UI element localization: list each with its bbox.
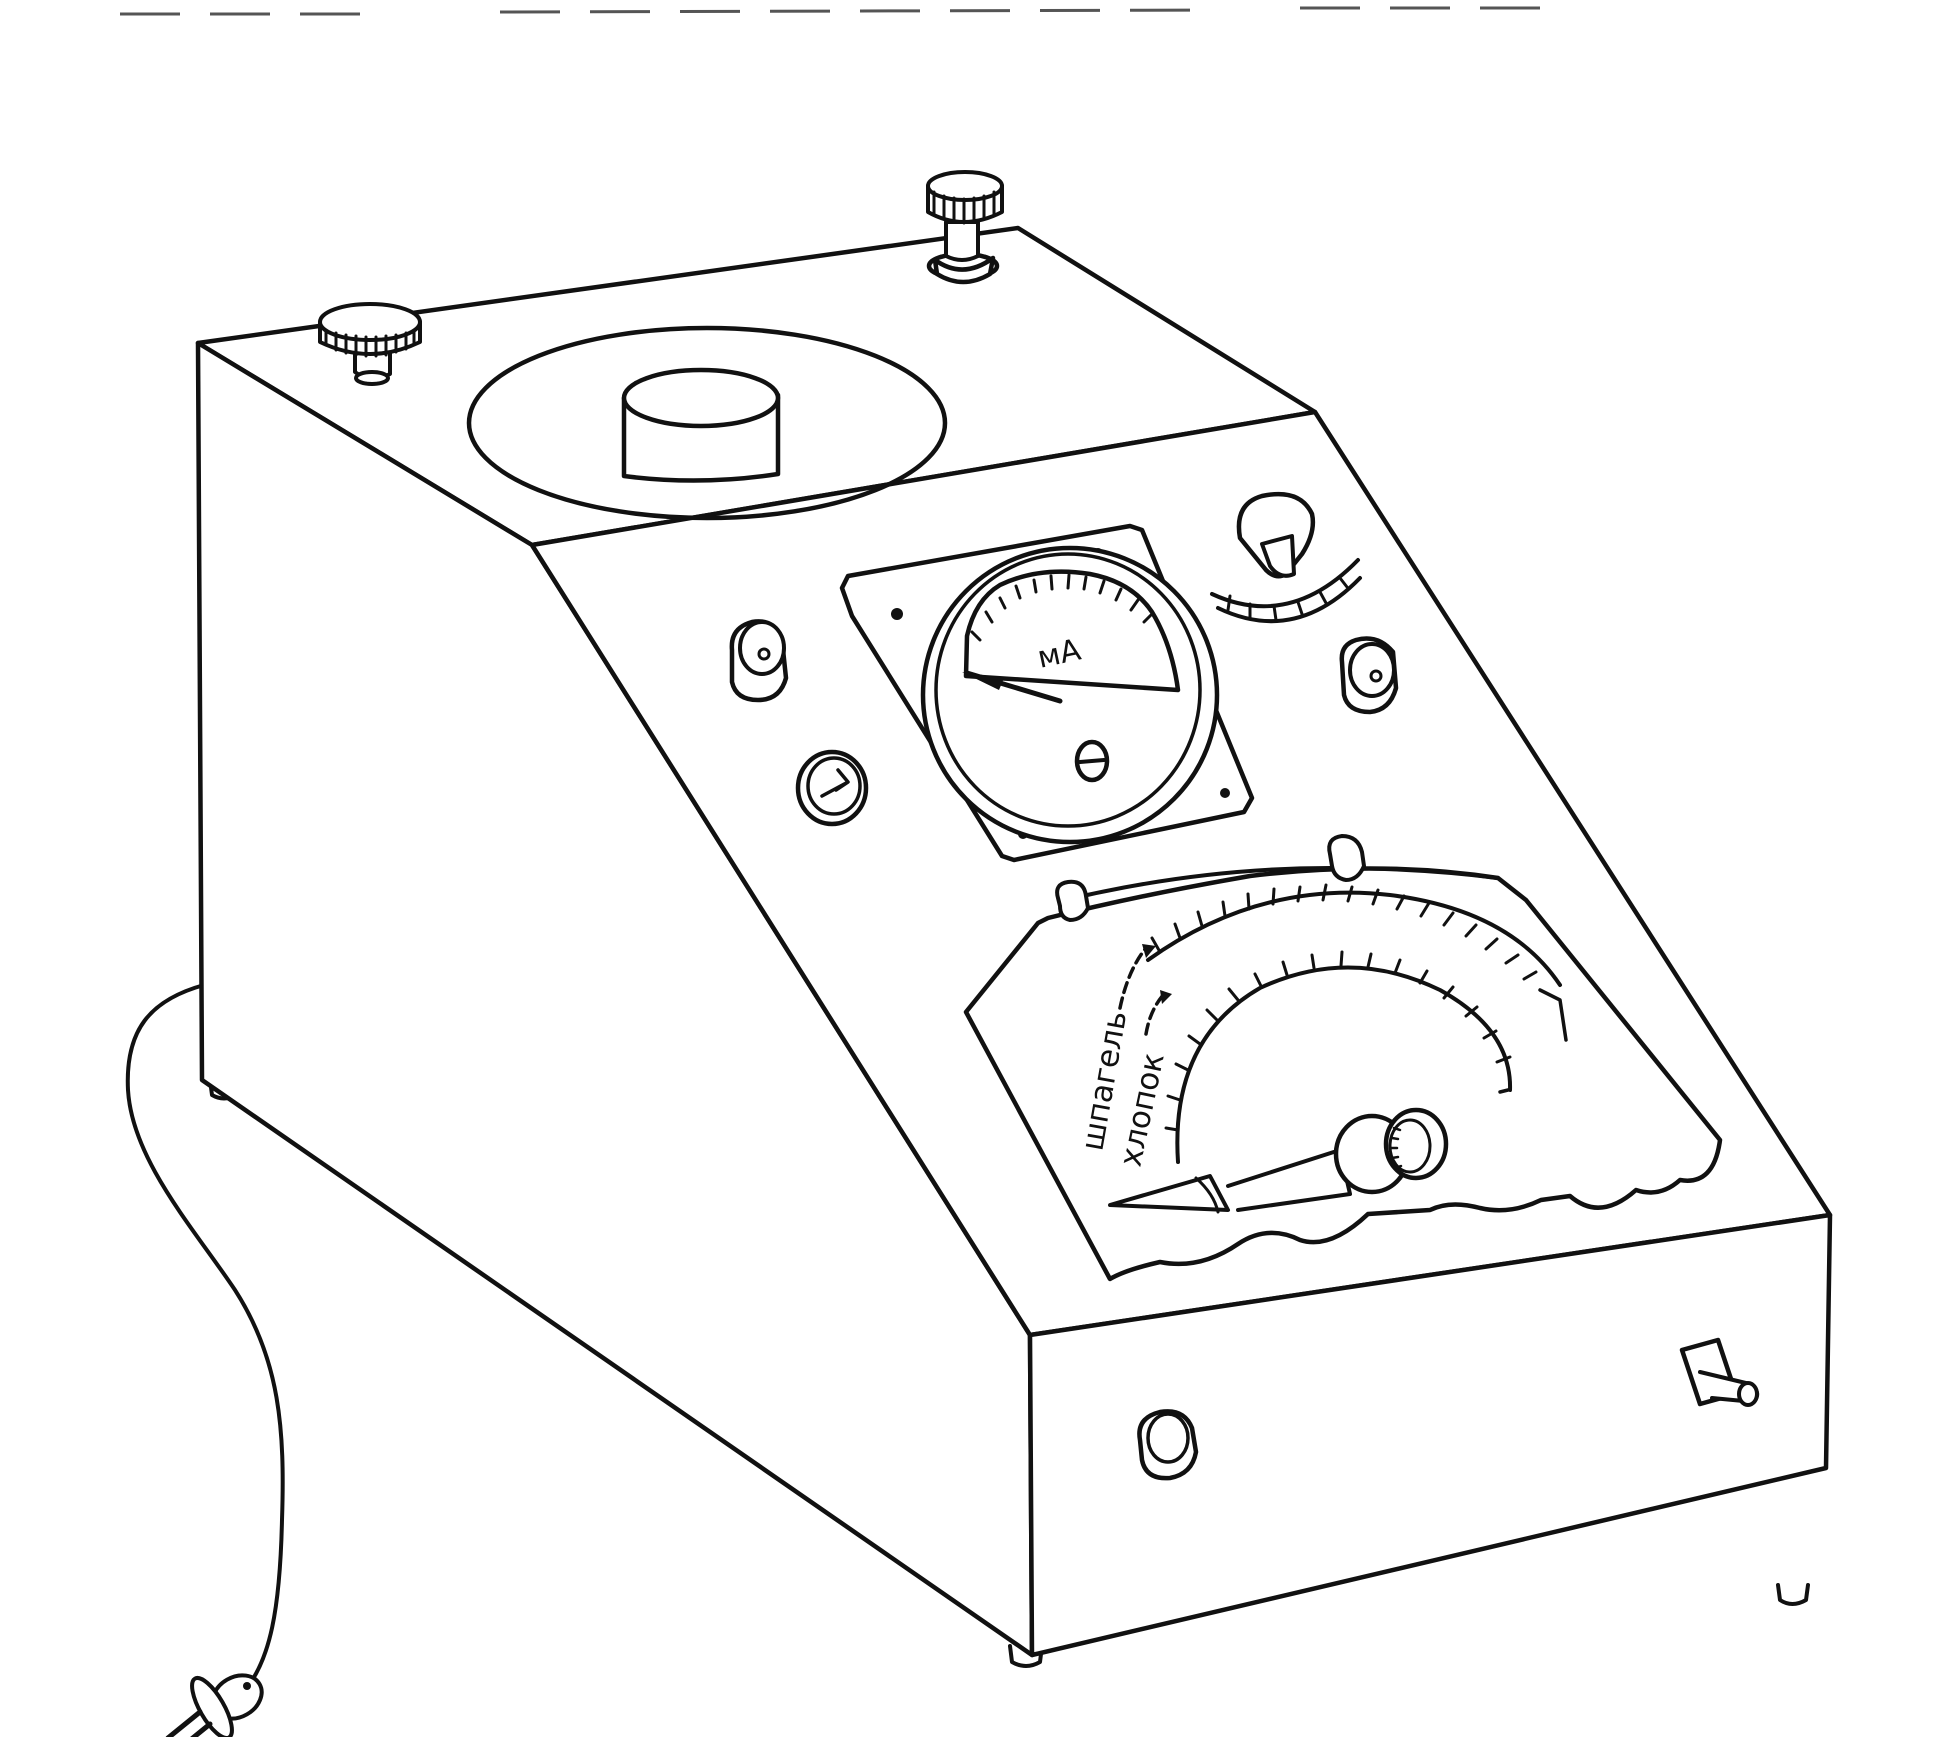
scan-artifact-line — [120, 6, 1540, 16]
sample-cup-well — [466, 325, 948, 521]
calibration-dial: шпагель хлопок — [963, 866, 1723, 1282]
front-push-button-icon[interactable] — [1137, 1409, 1199, 1481]
dial-screw-right-icon — [1327, 834, 1366, 882]
dial-screw-left-icon — [1055, 879, 1090, 922]
left-panel-button-icon[interactable] — [729, 619, 789, 703]
rotary-range-switch-icon[interactable] — [1210, 491, 1362, 624]
device-housing — [195, 225, 1833, 1658]
top-right-knurled-knob-icon[interactable] — [926, 170, 1004, 285]
top-left-knurled-knob-icon[interactable] — [318, 302, 422, 386]
toggle-switch-icon[interactable] — [1679, 1337, 1760, 1407]
right-panel-button-icon[interactable] — [1339, 636, 1399, 715]
milliammeter: мА — [839, 523, 1255, 863]
power-cord — [125, 983, 285, 1692]
power-plug-icon — [165, 1673, 264, 1742]
arrow-gauge-indicator-icon — [795, 749, 869, 827]
